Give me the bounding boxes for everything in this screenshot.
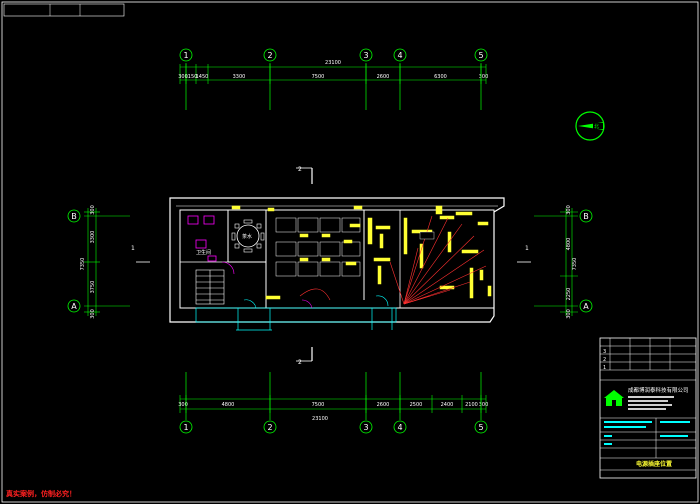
top-label-frame (3, 3, 125, 17)
axis-label-bottom-4: 4 (397, 423, 402, 432)
axis-bubble-left-A (67, 299, 81, 313)
bottom-segment-dim-7: 300 (479, 402, 489, 408)
company-name: 成都博润泰科技有限公司 (628, 386, 689, 394)
north-label: 北 (594, 123, 599, 130)
right-total-dim: 7350 (572, 258, 578, 271)
axis-bubble-right-A (579, 299, 593, 313)
axis-label-bottom-2: 2 (267, 423, 272, 432)
top-segment-dim-2: 1450 (196, 74, 209, 80)
section-markers: 2 2 1 1 (131, 166, 531, 366)
axis-label-top-2: 2 (267, 51, 272, 60)
axis-label-left-B: B (71, 212, 77, 221)
axis-label-bottom-1: 1 (183, 423, 188, 432)
round-table: 茶水 (231, 219, 265, 253)
right-segment-dim-0: 300 (566, 205, 572, 215)
axis-label-top-1: 1 (183, 51, 188, 60)
section-mark-2-bottom: 2 (298, 359, 302, 366)
top-segment-dim-7: 300 (479, 74, 489, 80)
north-arrow: 北 (575, 111, 605, 141)
bottom-segment-dim-0: 300 (178, 402, 188, 408)
title-block: 3 2 1 成都博润泰科技有限公司 电源插座位置 (599, 337, 697, 479)
axis-bubble-top-5 (474, 48, 488, 62)
axis-bubble-bottom-2 (263, 420, 277, 434)
left-segment-dim-3: 300 (90, 309, 96, 319)
section-mark-1-right: 1 (525, 245, 529, 252)
rev-row-1: 1 (603, 365, 606, 371)
bottom-segment-dim-2: 7500 (312, 402, 325, 408)
axis-bubble-top-3 (359, 48, 373, 62)
right-segment-dim-1: 4800 (566, 238, 572, 251)
left-total-dim: 7350 (80, 258, 86, 271)
axis-bubble-top-4 (393, 48, 407, 62)
left-segment-dim-0: 300 (90, 205, 96, 215)
top-total-dim: 23100 (325, 60, 341, 66)
left-dimensions (84, 208, 130, 316)
drawing-title: 电源插座位置 (636, 460, 672, 468)
rev-row-2: 2 (603, 357, 606, 363)
axis-bubble-bottom-1 (179, 420, 193, 434)
axis-bubble-left-B (67, 209, 81, 223)
axis-bubble-top-2 (263, 48, 277, 62)
top-segment-dim-3: 3300 (233, 74, 246, 80)
bottom-segment-dim-6: 2100 (465, 402, 478, 408)
footer-note: 真实案例，仿制必究！ (6, 489, 76, 498)
room-label-tea: 茶水 (242, 233, 252, 240)
axis-bubble-bottom-3 (359, 420, 373, 434)
wiring (299, 215, 487, 305)
left-segment-dim-2: 3750 (90, 281, 96, 294)
axis-bubble-bottom-4 (393, 420, 407, 434)
bottom-total-dim: 23100 (312, 416, 328, 422)
room-label-toilet: 卫生间 (196, 249, 211, 256)
axis-bubble-bottom-5 (474, 420, 488, 434)
axis-label-bottom-3: 3 (363, 423, 368, 432)
section-mark-2-top: 2 (298, 166, 302, 173)
company-logo (604, 390, 624, 406)
power-outlets (231, 205, 492, 300)
axis-label-bottom-5: 5 (478, 423, 483, 432)
floor-plan: 卫生间 茶水 (169, 197, 505, 331)
right-segment-dim-3: 300 (566, 309, 572, 319)
axis-label-top-4: 4 (397, 51, 402, 60)
bottom-segment-dim-3: 2600 (377, 402, 390, 408)
top-segment-dim-0: 300 (178, 74, 188, 80)
right-dimensions (534, 208, 578, 316)
axis-bubble-right-B (579, 209, 593, 223)
desk-grid (275, 217, 361, 277)
axis-label-top-5: 5 (478, 51, 483, 60)
top-segment-dim-1: 1150 (185, 74, 198, 80)
bottom-segment-dim-4: 2500 (410, 402, 423, 408)
axis-label-left-A: A (71, 302, 77, 311)
axis-label-right-B: B (583, 212, 589, 221)
section-mark-1-left: 1 (131, 245, 135, 252)
left-segment-dim-1: 3300 (90, 231, 96, 244)
top-segment-dim-4: 7500 (312, 74, 325, 80)
top-segment-dim-5: 2600 (377, 74, 390, 80)
rev-row-3: 3 (603, 349, 606, 355)
bottom-segment-dim-5: 2400 (441, 402, 454, 408)
right-segment-dim-2: 2250 (566, 288, 572, 301)
axis-label-right-A: A (583, 302, 589, 311)
bottom-segment-dim-1: 4800 (222, 402, 235, 408)
axis-bubble-top-1 (179, 48, 193, 62)
axis-label-top-3: 3 (363, 51, 368, 60)
top-segment-dim-6: 6300 (434, 74, 447, 80)
